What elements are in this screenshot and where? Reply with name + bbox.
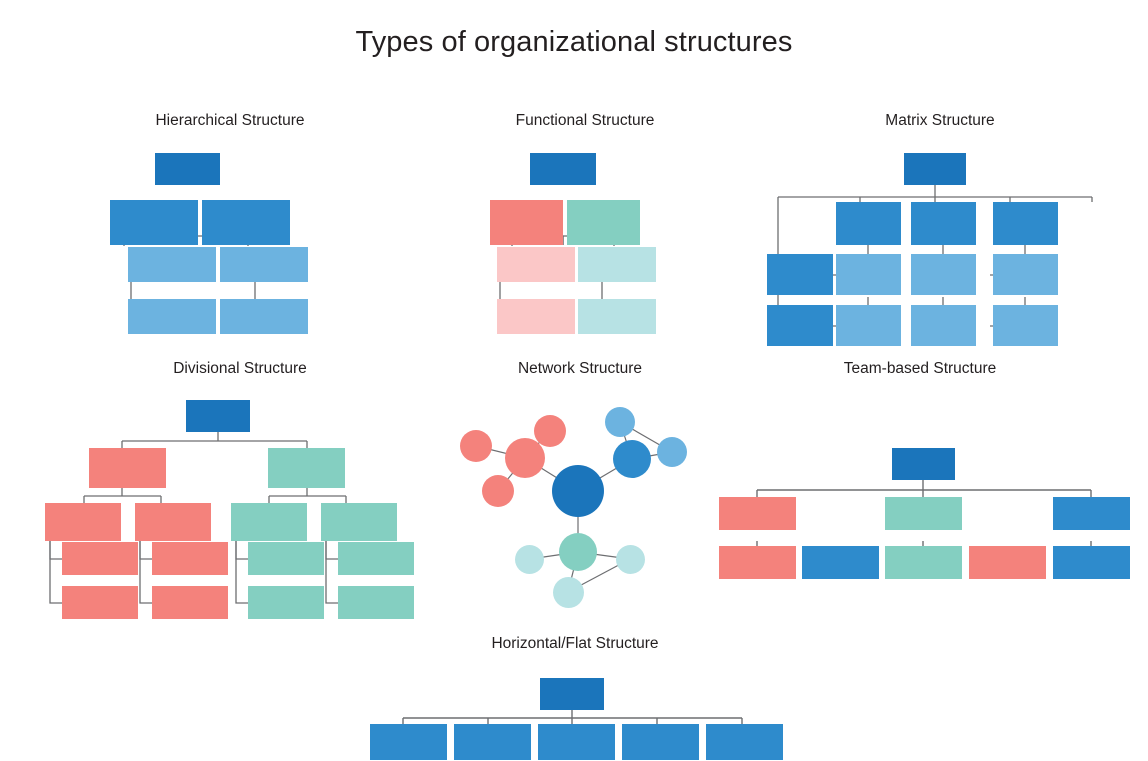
panel-title-functional: Functional Structure xyxy=(515,112,655,129)
network-node-salmon-3 xyxy=(482,475,514,507)
hierarchical-node-l1-1 xyxy=(110,200,198,245)
horizontal-flat-node-4 xyxy=(622,724,699,760)
horizontal-flat-node-root xyxy=(540,678,604,710)
hierarchical-node-l2-4 xyxy=(220,299,308,334)
network-node-blue-2 xyxy=(657,437,687,467)
functional-node-l1-ops xyxy=(567,200,640,245)
matrix-node-head-3 xyxy=(993,202,1058,245)
horizontal-flat-node-3 xyxy=(538,724,615,760)
divisional-node-b1-1 xyxy=(248,542,324,575)
network-node-hub-teal xyxy=(559,533,597,571)
matrix-node-cell-1-1 xyxy=(836,254,901,295)
team-based-node-member-5 xyxy=(1053,546,1130,579)
network-node-blue-1 xyxy=(605,407,635,437)
network-node-salmon-1 xyxy=(460,430,492,462)
functional-node-l2-4 xyxy=(578,299,656,334)
divisional-node-b2 xyxy=(321,503,397,541)
divisional-node-b1-2 xyxy=(248,586,324,619)
hierarchical-node-root xyxy=(155,153,220,185)
team-based-node-team-a xyxy=(719,497,796,530)
hierarchical-node-l1-2 xyxy=(202,200,290,245)
horizontal-flat-chart xyxy=(340,635,810,761)
divisional-node-b2-2 xyxy=(338,586,414,619)
page-title: Types of organizational structures xyxy=(355,26,793,58)
matrix-node-cell-2-3 xyxy=(993,305,1058,346)
functional-chart xyxy=(450,112,720,337)
matrix-node-cell-2-2 xyxy=(911,305,976,346)
panel-functional: Functional Structure xyxy=(450,112,720,337)
divisional-node-a2-2 xyxy=(152,586,228,619)
matrix-node-root xyxy=(904,153,966,185)
hierarchical-node-l2-2 xyxy=(220,247,308,282)
panel-network: Network Structure xyxy=(440,360,720,610)
team-based-node-root xyxy=(892,448,955,480)
panel-title-team-based: Team-based Structure xyxy=(843,360,997,377)
divisional-node-a2-1 xyxy=(152,542,228,575)
team-based-node-team-b xyxy=(885,497,962,530)
team-based-node-member-2 xyxy=(802,546,879,579)
network-chart xyxy=(440,360,720,610)
functional-node-l2-3 xyxy=(497,299,575,334)
panel-title-network: Network Structure xyxy=(517,360,643,377)
hierarchical-chart xyxy=(95,112,365,337)
functional-node-l2-2 xyxy=(578,247,656,282)
network-node-teal-2 xyxy=(616,545,645,574)
divisional-node-a1-1 xyxy=(62,542,138,575)
team-based-node-team-c xyxy=(1053,497,1130,530)
network-node-hub-center xyxy=(552,465,604,517)
team-based-node-member-1 xyxy=(719,546,796,579)
divisional-node-a1 xyxy=(45,503,121,541)
functional-node-l2-1 xyxy=(497,247,575,282)
functional-node-root xyxy=(530,153,596,185)
divisional-node-b1 xyxy=(231,503,307,541)
team-based-node-member-4 xyxy=(969,546,1046,579)
divisional-node-a1-2 xyxy=(62,586,138,619)
matrix-node-side-1 xyxy=(767,254,833,295)
horizontal-flat-node-5 xyxy=(706,724,783,760)
divisional-node-b2-1 xyxy=(338,542,414,575)
divisional-node-div-a xyxy=(89,448,166,488)
matrix-node-cell-2-1 xyxy=(836,305,901,346)
panel-team-based: Team-based Structure xyxy=(700,360,1140,585)
functional-node-l1-sales xyxy=(490,200,563,245)
team-based-chart xyxy=(700,360,1140,585)
panel-horizontal-flat: Horizontal/Flat Structure xyxy=(340,635,810,761)
panel-divisional: Divisional Structure xyxy=(30,360,450,619)
network-node-hub-salmon xyxy=(505,438,545,478)
divisional-node-root xyxy=(186,400,250,432)
panel-matrix: Matrix Structure xyxy=(767,112,1110,346)
divisional-node-a2 xyxy=(135,503,211,541)
network-node-teal-1 xyxy=(515,545,544,574)
panel-title-matrix: Matrix Structure xyxy=(885,112,995,129)
hierarchical-node-l2-1 xyxy=(128,247,216,282)
matrix-node-side-2 xyxy=(767,305,833,346)
panel-hierarchical: Hierarchical Structure xyxy=(95,112,365,337)
divisional-node-div-b xyxy=(268,448,345,488)
panel-title-divisional: Divisional Structure xyxy=(173,360,307,377)
hierarchical-node-l2-3 xyxy=(128,299,216,334)
panel-title-hierarchical: Hierarchical Structure xyxy=(155,112,305,129)
divisional-chart xyxy=(30,360,450,619)
network-node-hub-blue xyxy=(613,440,651,478)
network-node-teal-3 xyxy=(553,577,584,608)
panel-title-horizontal-flat: Horizontal/Flat Structure xyxy=(491,635,659,652)
matrix-node-cell-1-2 xyxy=(911,254,976,295)
matrix-chart xyxy=(767,112,1110,346)
matrix-node-head-2 xyxy=(911,202,976,245)
matrix-node-head-1 xyxy=(836,202,901,245)
horizontal-flat-node-1 xyxy=(370,724,447,760)
network-node-salmon-2 xyxy=(534,415,566,447)
matrix-node-cell-1-3 xyxy=(993,254,1058,295)
horizontal-flat-node-2 xyxy=(454,724,531,760)
team-based-node-member-3 xyxy=(885,546,962,579)
